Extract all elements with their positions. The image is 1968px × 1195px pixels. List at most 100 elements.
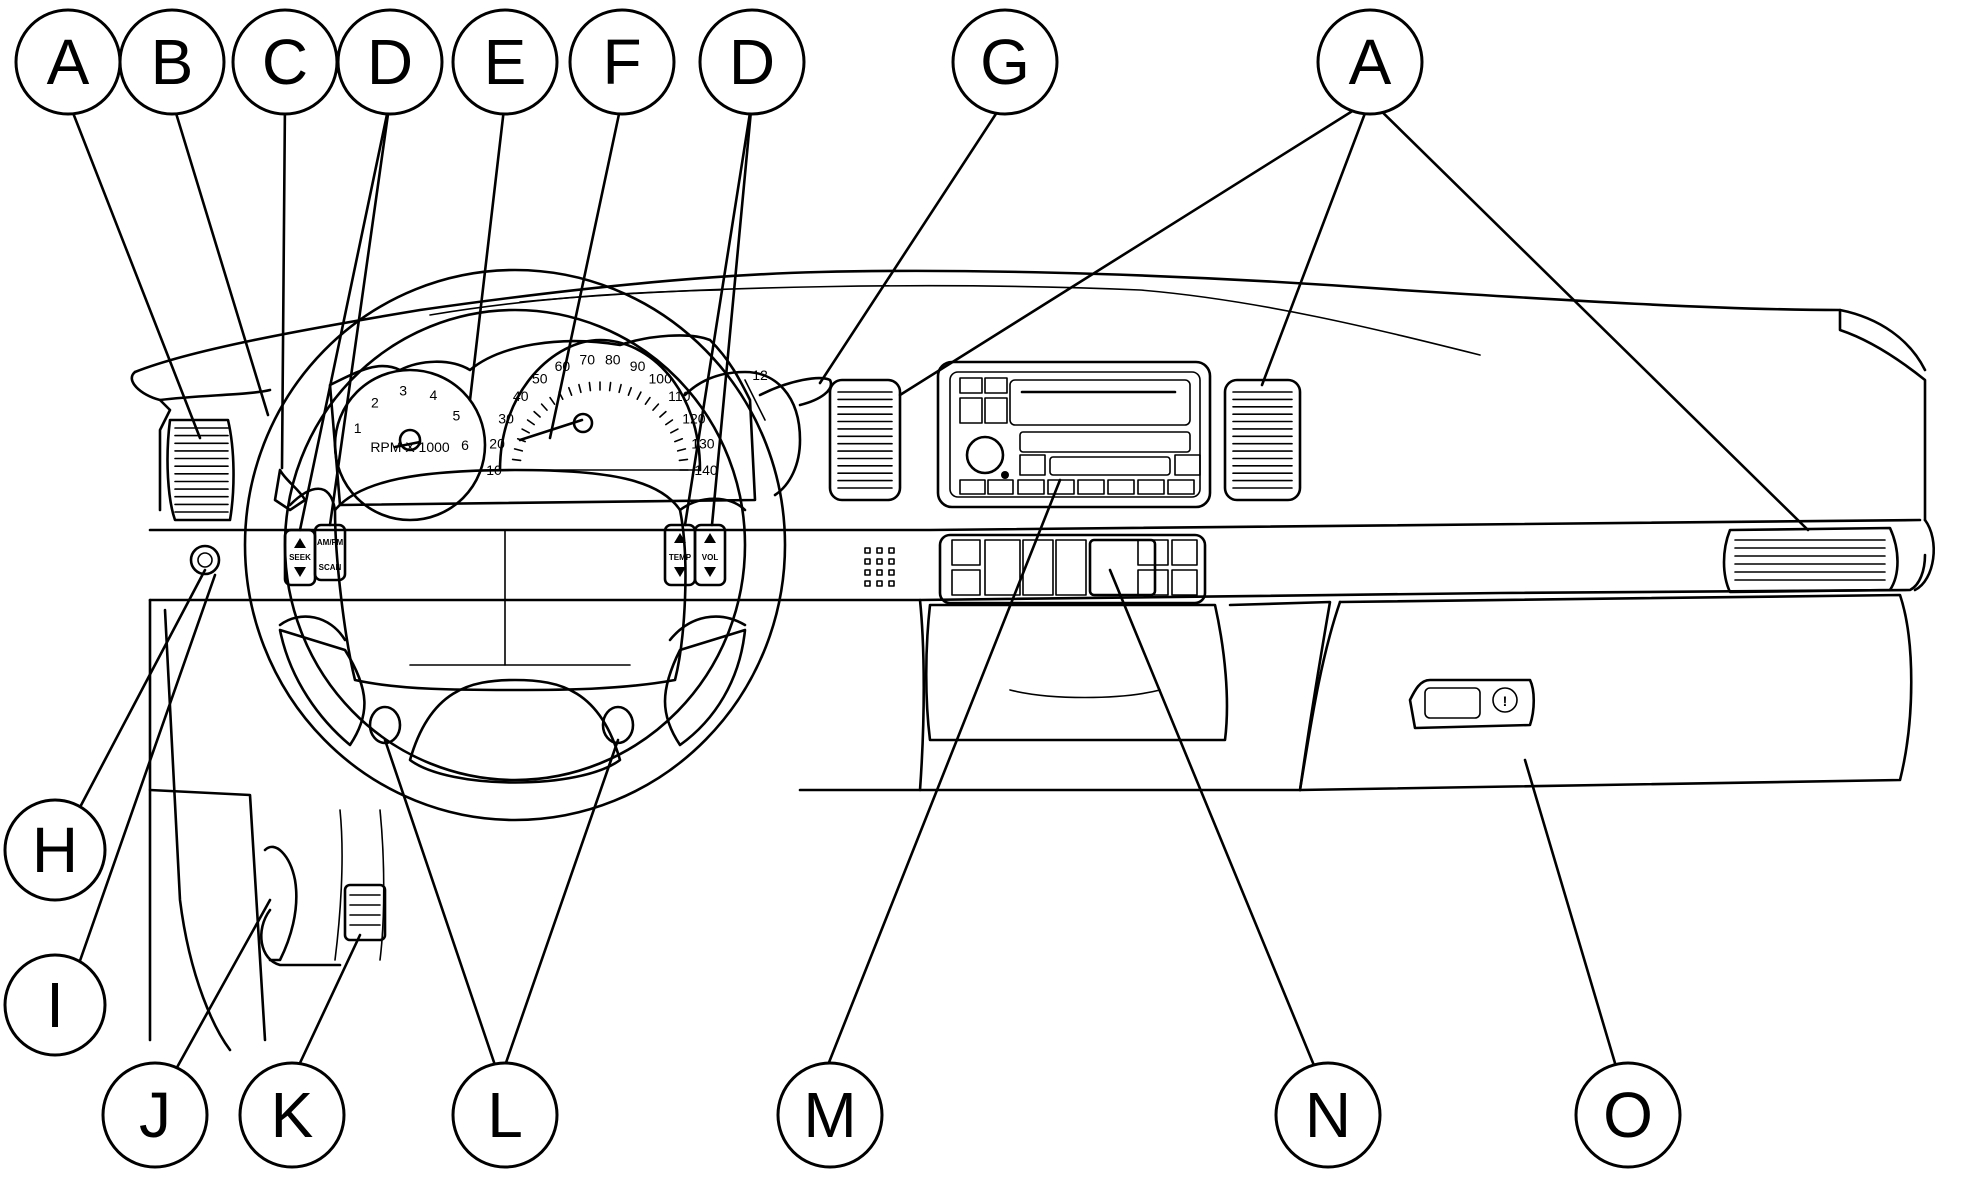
speedometer-number: 50 bbox=[532, 370, 548, 386]
speedometer-tick bbox=[644, 396, 651, 406]
speedometer-number: 70 bbox=[579, 352, 595, 368]
callout-a-left: A bbox=[14, 8, 122, 116]
speedometer-number: 80 bbox=[605, 352, 621, 368]
headlamp-switch bbox=[189, 544, 221, 576]
callout-f: F bbox=[568, 8, 676, 116]
callout-m: M bbox=[776, 1061, 884, 1169]
speedometer-tick bbox=[673, 437, 684, 443]
pedal-assembly bbox=[260, 809, 387, 967]
climate-control-panel bbox=[938, 533, 1207, 605]
center-right-air-vent bbox=[1223, 378, 1302, 502]
callout-e: E bbox=[451, 8, 559, 116]
hazard-dot bbox=[888, 558, 895, 565]
radio-button bbox=[1077, 479, 1105, 495]
speedometer-tick bbox=[669, 428, 679, 434]
callout-h: H bbox=[3, 798, 107, 902]
speedometer-number: 140 bbox=[694, 462, 718, 478]
hazard-dot bbox=[876, 569, 883, 576]
speedometer-number: 30 bbox=[498, 410, 514, 426]
speedometer-tick bbox=[664, 419, 674, 426]
speedometer-tick bbox=[513, 448, 524, 452]
speedometer-tick bbox=[588, 381, 592, 392]
speedometer-number: 90 bbox=[630, 358, 646, 374]
parking-brake-pedal bbox=[343, 883, 387, 942]
speedometer-tick bbox=[540, 403, 548, 411]
callout-label: B bbox=[151, 26, 194, 98]
speedometer-tick bbox=[608, 381, 612, 392]
tachometer-number: 6 bbox=[461, 437, 469, 453]
speedometer-tick bbox=[526, 419, 536, 426]
seek-label: SEEK bbox=[289, 553, 311, 562]
cruise-button-right bbox=[601, 705, 635, 745]
speedometer-tick bbox=[627, 386, 633, 397]
callout-label: H bbox=[32, 814, 78, 886]
hazard-dot bbox=[876, 547, 883, 554]
right-steering-controls: TEMP VOL bbox=[663, 523, 727, 587]
speedometer-number: 60 bbox=[555, 358, 571, 374]
svg-text:!: ! bbox=[1503, 693, 1508, 709]
tachometer-number: 2 bbox=[371, 395, 379, 411]
speedometer-tick bbox=[567, 386, 573, 397]
turn-signal-lever bbox=[273, 468, 307, 512]
radio-button bbox=[1137, 479, 1165, 495]
callouts: A B C D E F D G bbox=[3, 8, 1682, 1169]
hazard-dot bbox=[888, 547, 895, 554]
callout-c: C bbox=[231, 8, 339, 116]
windshield-wiper-lever bbox=[758, 376, 833, 407]
hazard-dot bbox=[864, 580, 871, 587]
callout-label: N bbox=[1305, 1079, 1351, 1151]
tachometer-number: 4 bbox=[430, 387, 438, 403]
callout-label: K bbox=[271, 1079, 314, 1151]
clock-number: 12 bbox=[752, 367, 768, 383]
speedometer-tick bbox=[533, 410, 541, 418]
hazard-dot bbox=[888, 569, 895, 576]
leader-lines bbox=[66, 98, 1810, 1082]
callout-label: M bbox=[803, 1079, 856, 1151]
speedometer-tick bbox=[676, 448, 687, 452]
radio-button bbox=[1167, 479, 1195, 495]
callout-label: D bbox=[729, 26, 775, 98]
callout-o: O bbox=[1574, 1061, 1682, 1169]
center-left-air-vent bbox=[828, 378, 902, 502]
callout-label: F bbox=[602, 26, 641, 98]
speedometer-tick bbox=[636, 391, 642, 401]
tachometer-number: 1 bbox=[354, 420, 362, 436]
callout-k: K bbox=[238, 1061, 346, 1169]
radio-button bbox=[1017, 479, 1045, 495]
hazard-dot bbox=[888, 580, 895, 587]
callout-label: L bbox=[487, 1079, 523, 1151]
hazard-dot bbox=[864, 558, 871, 565]
speedometer-number: 40 bbox=[513, 388, 529, 404]
callout-g: G bbox=[951, 8, 1059, 116]
speedometer-tick bbox=[659, 410, 667, 418]
right-air-vent bbox=[1722, 526, 1899, 594]
callout-a-right: A bbox=[1316, 8, 1424, 116]
speedometer-tick bbox=[652, 403, 660, 411]
tachometer-number: 5 bbox=[453, 408, 461, 424]
speedometer-tick bbox=[618, 383, 622, 394]
callout-d-right: D bbox=[698, 8, 806, 116]
callout-label: A bbox=[47, 26, 90, 98]
callout-d-left: D bbox=[336, 8, 444, 116]
hazard-dot bbox=[876, 580, 883, 587]
callout-i: I bbox=[3, 953, 107, 1057]
speedometer-number: 100 bbox=[649, 370, 673, 386]
speedometer-tick bbox=[521, 428, 531, 434]
hazard-dot bbox=[864, 569, 871, 576]
speedometer-tick bbox=[549, 396, 556, 406]
callout-l: L bbox=[451, 1061, 559, 1169]
tachometer-number: 3 bbox=[399, 382, 407, 398]
callout-label: C bbox=[262, 26, 308, 98]
callout-label: A bbox=[1349, 26, 1392, 98]
callout-label: E bbox=[484, 26, 527, 98]
am-fm-label: AM/FM bbox=[317, 538, 344, 547]
radio-button bbox=[1047, 479, 1075, 495]
callout-n: N bbox=[1274, 1061, 1382, 1169]
hazard-dot bbox=[876, 558, 883, 565]
radio-button bbox=[1107, 479, 1135, 495]
speedometer-number: 20 bbox=[489, 435, 505, 451]
speedometer-number: 130 bbox=[691, 435, 715, 451]
vol-label: VOL bbox=[702, 553, 719, 562]
